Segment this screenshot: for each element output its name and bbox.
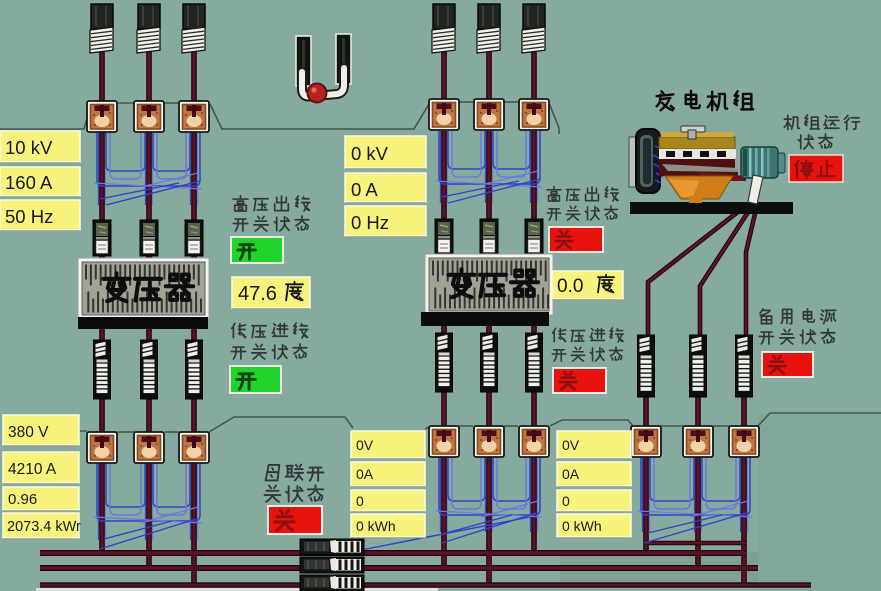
svg-text:0A: 0A — [356, 466, 374, 482]
svg-text:0.96: 0.96 — [8, 491, 37, 508]
svg-text:4210 A: 4210 A — [8, 461, 57, 478]
svg-text:47.6: 47.6 — [238, 283, 277, 305]
svg-text:0: 0 — [562, 493, 570, 509]
svg-text:0 kWh: 0 kWh — [356, 518, 396, 534]
svg-text:0A: 0A — [562, 466, 580, 482]
svg-text:0: 0 — [356, 493, 364, 509]
svg-text:0 A: 0 A — [351, 179, 378, 200]
svg-text:380 V: 380 V — [8, 424, 49, 441]
svg-text:50 Hz: 50 Hz — [5, 206, 53, 227]
svg-text:0 Hz: 0 Hz — [351, 212, 389, 233]
svg-text:2073.4 kWr: 2073.4 kWr — [7, 519, 81, 535]
svg-text:160 A: 160 A — [5, 172, 53, 193]
svg-text:0 kV: 0 kV — [351, 143, 389, 164]
svg-text:0 kWh: 0 kWh — [562, 518, 602, 534]
svg-text:0.0: 0.0 — [557, 276, 583, 297]
svg-text:0V: 0V — [356, 437, 374, 453]
svg-text:0V: 0V — [562, 437, 580, 453]
svg-text:10 kV: 10 kV — [5, 137, 53, 158]
